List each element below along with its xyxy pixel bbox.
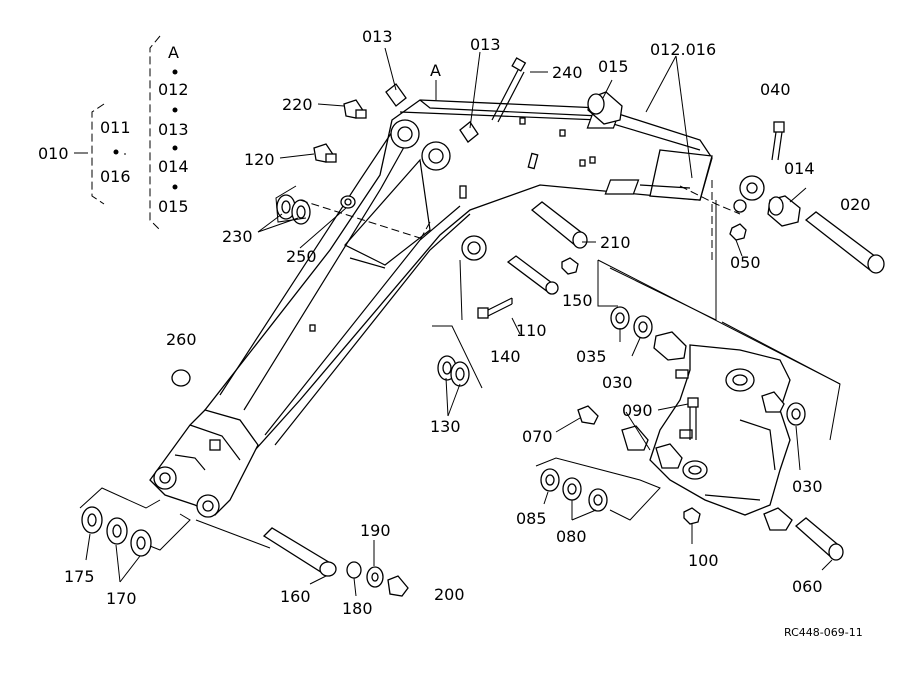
part-170-washers (106, 517, 152, 557)
part-130-washers (437, 355, 470, 387)
callout-220: 220 (282, 95, 313, 114)
decal-012-016-side (604, 179, 640, 195)
part-bushing-lower (621, 425, 683, 469)
callout-012-016: 012.016 (650, 40, 716, 59)
part-210-pin (530, 201, 588, 249)
callout-240: 240 (552, 63, 583, 82)
part-040-bolt (771, 121, 785, 161)
callout-210: 210 (600, 233, 631, 252)
group-legend-A: A 012 013 014 015 (149, 35, 189, 231)
part-240-bolt (491, 57, 527, 123)
part-085-shim (540, 468, 560, 492)
part-014-bushing (767, 195, 801, 227)
part-110-pin (506, 255, 559, 295)
part-030-shim-right (761, 391, 806, 426)
callout-014: 014 (784, 159, 815, 178)
part-080-shims (562, 477, 608, 512)
group-A-member-013: 013 (158, 120, 189, 139)
callout-175: 175 (64, 567, 95, 586)
callout-230: 230 (222, 227, 253, 246)
callout-A: A (430, 61, 441, 80)
callout-013-right: 013 (470, 35, 501, 54)
callout-130: 130 (430, 417, 461, 436)
callout-170: 170 (106, 589, 137, 608)
callout-040: 040 (760, 80, 791, 99)
callout-150: 150 (562, 291, 593, 310)
group-legend-010: 010 011 016 (38, 103, 131, 205)
group-A-member-015: 015 (158, 197, 189, 216)
callout-140: 140 (490, 347, 521, 366)
part-220-grease-fitting (343, 99, 367, 119)
part-150-nut (561, 257, 579, 275)
part-250-nut (340, 195, 356, 209)
part-100-nut (683, 507, 701, 525)
callout-060: 060 (792, 577, 823, 596)
swing-bracket (649, 344, 791, 516)
callout-085: 085 (516, 509, 547, 528)
callout-030-right: 030 (792, 477, 823, 496)
part-260-cap (171, 369, 191, 387)
part-bushing-upper (653, 331, 687, 361)
group-A-member-012: 012 (158, 80, 189, 99)
drawing-reference-code: RC448-069-11 (784, 626, 863, 639)
callout-030-top: 030 (602, 373, 633, 392)
group-A-label: A (168, 43, 179, 62)
assembly-guide-lines (79, 180, 841, 551)
group-010-member-016: 016 (100, 167, 131, 186)
callout-120: 120 (244, 150, 275, 169)
callout-035: 035 (576, 347, 607, 366)
part-060-pin (763, 507, 844, 561)
group-A-bracket (149, 35, 161, 231)
decal-013-left (385, 83, 407, 107)
part-180-nut (346, 561, 362, 579)
part-175-washer (81, 506, 103, 534)
callout-250: 250 (286, 247, 317, 266)
callout-013-left: 013 (362, 27, 393, 46)
group-010-label: 010 (38, 144, 69, 163)
group-010-member-011: 011 (100, 118, 131, 137)
boom-body (149, 83, 765, 518)
callout-015: 015 (598, 57, 629, 76)
part-120-grease-fitting (313, 143, 337, 163)
callout-090: 090 (622, 401, 653, 420)
group-010-bracket (91, 103, 105, 205)
callout-160: 160 (280, 587, 311, 606)
callout-100: 100 (688, 551, 719, 570)
part-200-bolt (387, 575, 409, 597)
part-020-pin (804, 211, 885, 274)
group-A-member-014: 014 (158, 157, 189, 176)
part-070-grease-fitting (577, 405, 599, 425)
part-030-shim-top (633, 315, 653, 339)
callout-020: 020 (840, 195, 871, 214)
callout-180: 180 (342, 599, 373, 618)
part-050-nut (729, 223, 747, 241)
callout-labels: 013 013 A 240 015 012.016 040 220 120 01… (64, 27, 871, 618)
callout-200: 200 (434, 585, 465, 604)
callout-080: 080 (556, 527, 587, 546)
part-140-bolt (477, 297, 513, 319)
part-090-bolt (687, 397, 699, 440)
part-190-washer (366, 566, 384, 588)
callout-070: 070 (522, 427, 553, 446)
decal-013-right (459, 121, 479, 143)
callout-110: 110 (516, 321, 547, 340)
part-160-pin (262, 527, 337, 577)
leader-lines (85, 47, 833, 597)
part-035-shim (610, 306, 630, 330)
callout-050: 050 (730, 253, 761, 272)
callout-260: 260 (166, 330, 197, 349)
callout-190: 190 (360, 521, 391, 540)
